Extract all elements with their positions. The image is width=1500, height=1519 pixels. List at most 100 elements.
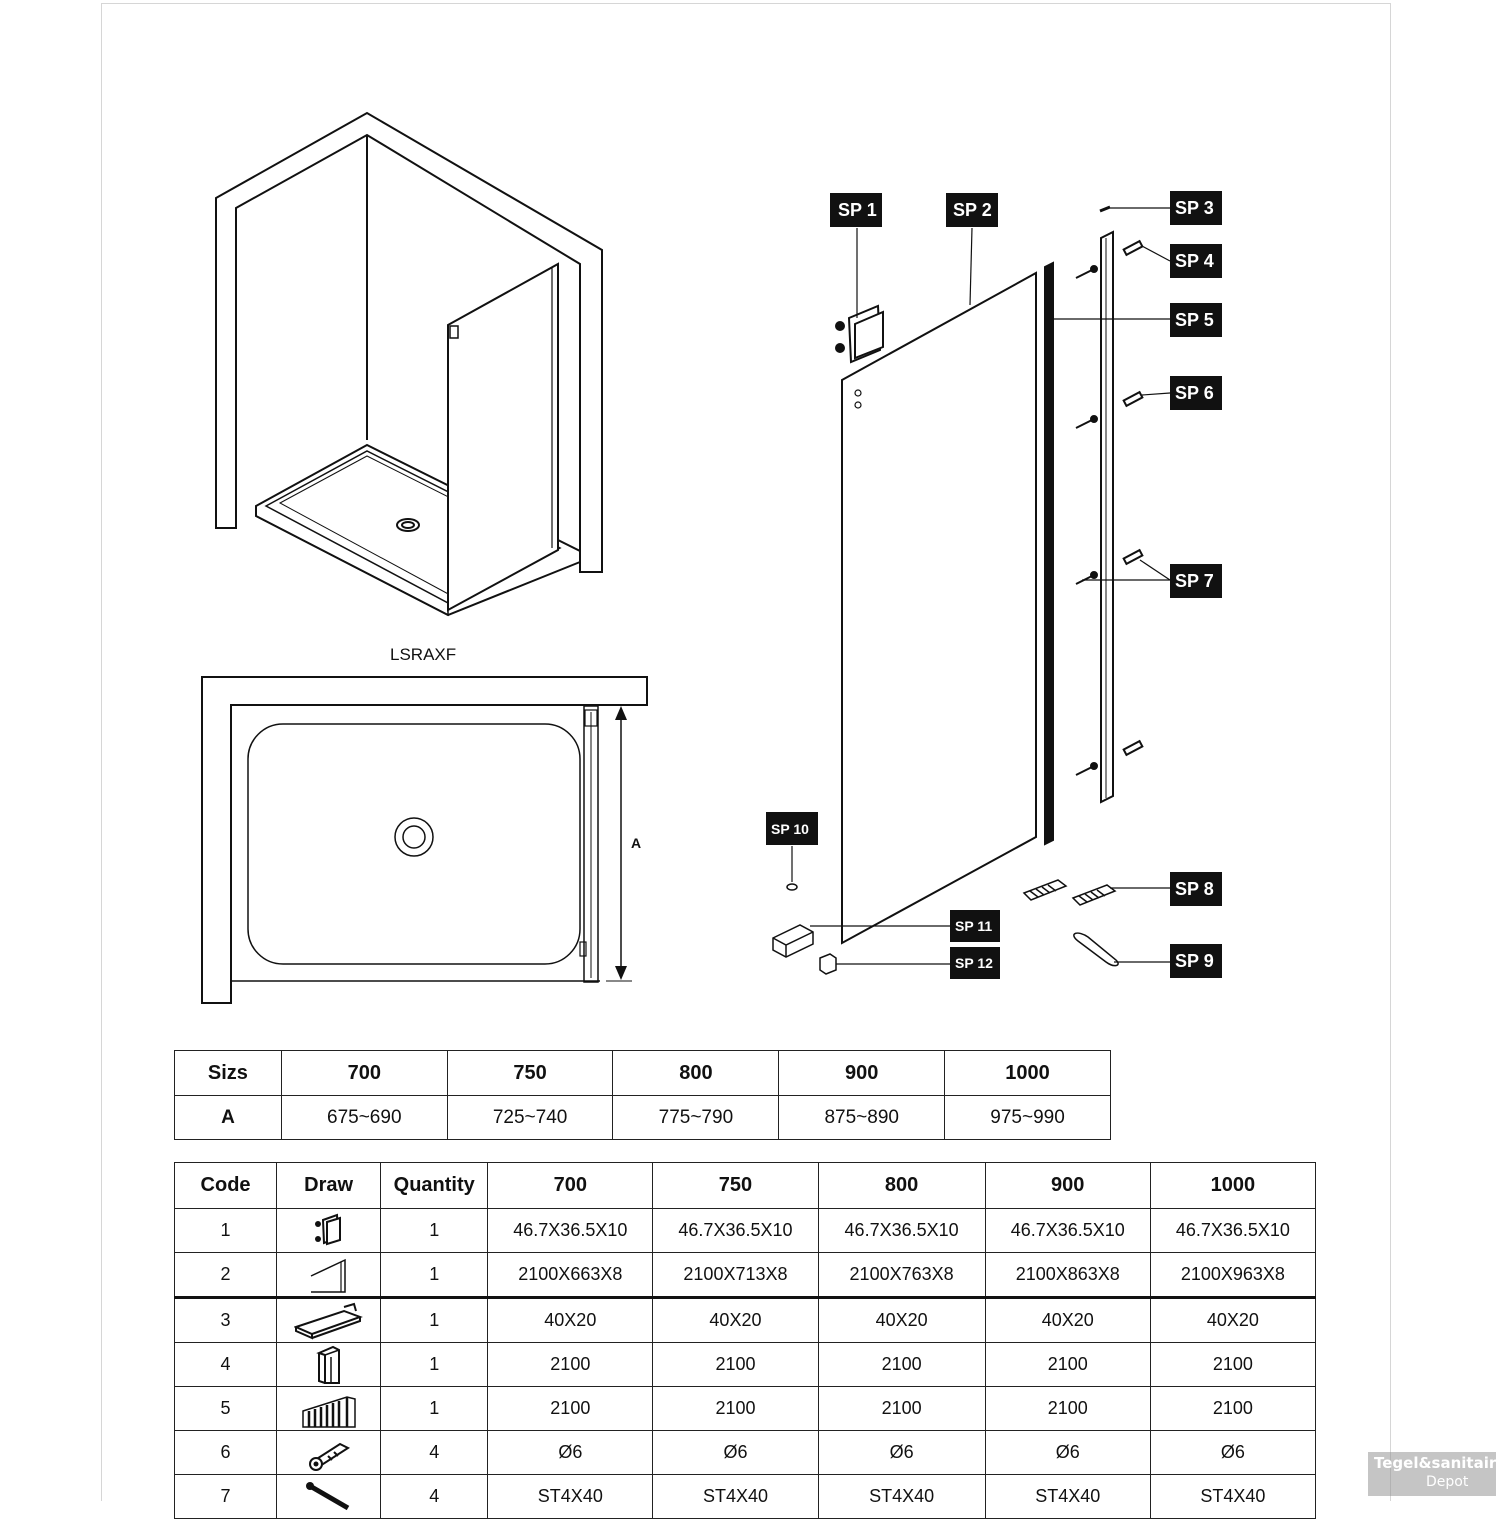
part-quantity: 1 — [380, 1386, 489, 1431]
callout-sp11-text: SP 11 — [955, 918, 992, 934]
part-quantity: 1 — [380, 1342, 489, 1387]
glass-panel-icon — [310, 1258, 346, 1293]
size-header-cell: Sizs — [174, 1050, 282, 1096]
parts-header-cell: 700 — [487, 1162, 654, 1209]
part-quantity: 4 — [380, 1430, 489, 1475]
part-code: 4 — [173, 1342, 278, 1387]
part-dimension: 2100 — [487, 1342, 654, 1387]
parts-row: 7 4 ST4X40 ST4X40 ST4X40 ST4X40 ST4X40 — [173, 1474, 1317, 1519]
watermark-line1: Tegel&sanitair — [1374, 1454, 1497, 1472]
part-dimension: 2100 — [652, 1386, 819, 1431]
parts-header-cell: 900 — [984, 1162, 1151, 1209]
callout-labels: SP 1 SP 2 SP 3 SP 4 SP 5 SP 6 SP 7 SP 8 … — [766, 191, 1222, 979]
part-dimension: 2100 — [652, 1342, 819, 1387]
callout-sp12-text: SP 12 — [955, 955, 993, 971]
watermark-line2: Depot — [1426, 1474, 1469, 1490]
callout-sp1 — [830, 193, 882, 227]
part-dimension: 40X20 — [487, 1296, 654, 1343]
parts-row: 2 1 2100X663X8 2100X713X8 2100X763X8 210… — [173, 1252, 1317, 1298]
model-caption: LSRAXF — [390, 645, 457, 664]
plan-view-drawing — [201, 676, 648, 1004]
fixings-parts — [1075, 205, 1144, 776]
parts-row: 4 1 2100 2100 2100 2100 2100 — [173, 1342, 1317, 1387]
size-cell: 675~690 — [280, 1095, 448, 1140]
callout-sp8-text: SP 8 — [1175, 879, 1214, 899]
watermark-logo: Tegel&sanitair Depot — [1368, 1452, 1496, 1496]
part-dimension: 2100 — [1149, 1342, 1317, 1387]
part-dimension: ST4X40 — [984, 1474, 1151, 1519]
part-dimension: 2100X963X8 — [1149, 1252, 1317, 1298]
part-code: 1 — [173, 1208, 278, 1253]
part-quantity: 4 — [380, 1474, 489, 1519]
part-dimension: ST4X40 — [1149, 1474, 1317, 1519]
part-quantity: 1 — [380, 1296, 489, 1343]
callout-sp9 — [1170, 944, 1222, 978]
part-drawing — [276, 1386, 382, 1431]
part-dimension: 2100 — [984, 1386, 1151, 1431]
part-dimension: 2100 — [487, 1386, 654, 1431]
callout-sp3-text: SP 3 — [1175, 198, 1214, 218]
pad-parts — [1022, 879, 1117, 906]
size-table-header: Sizs 700 750 800 900 1000 — [174, 1050, 1111, 1096]
callout-sp7 — [1170, 564, 1222, 598]
part-dimension: 46.7X36.5X10 — [487, 1208, 654, 1253]
part-dimension: Ø6 — [1149, 1430, 1317, 1475]
size-cell: 875~890 — [778, 1095, 946, 1140]
part-dimension: 40X20 — [1149, 1296, 1317, 1343]
size-cell: 975~990 — [944, 1095, 1111, 1140]
part-dimension: 40X20 — [817, 1296, 986, 1343]
part-dimension: 46.7X36.5X10 — [1149, 1208, 1317, 1253]
part-dimension: 46.7X36.5X10 — [652, 1208, 819, 1253]
part-dimension: 2100 — [817, 1386, 986, 1431]
parts-header-cell: Draw — [276, 1162, 382, 1209]
parts-row: 3 1 40X20 40X20 40X20 40X20 40X20 — [173, 1296, 1317, 1343]
support-bar-icon — [293, 1302, 363, 1340]
part-drawing — [276, 1342, 382, 1387]
part-dimension: ST4X40 — [652, 1474, 819, 1519]
part-dimension: Ø6 — [817, 1430, 986, 1475]
part-drawing — [276, 1430, 382, 1475]
glass-clamp-icon — [314, 1213, 341, 1245]
part-quantity: 1 — [380, 1252, 489, 1298]
parts-row: 5 1 2100 2100 2100 2100 2100 — [173, 1386, 1317, 1431]
callout-sp4 — [1170, 244, 1222, 278]
callout-sp2-text: SP 2 — [953, 200, 992, 220]
size-header-cell: 700 — [280, 1050, 448, 1096]
part-dimension: 40X20 — [984, 1296, 1151, 1343]
parts-header-cell: 800 — [817, 1162, 986, 1209]
callout-sp11 — [950, 910, 1000, 942]
clamp-part — [835, 304, 884, 364]
part-code: 6 — [173, 1430, 278, 1475]
part-dimension: 46.7X36.5X10 — [817, 1208, 986, 1253]
part-dimension: 46.7X36.5X10 — [984, 1208, 1151, 1253]
callout-sp10 — [766, 812, 818, 845]
part-dimension: 2100X713X8 — [652, 1252, 819, 1298]
callout-sp6 — [1170, 376, 1222, 410]
wall-plug-icon — [308, 1442, 350, 1471]
exploded-view-drawing — [772, 205, 1171, 975]
dimension-label: A — [631, 835, 641, 851]
callout-sp7-text: SP 7 — [1175, 571, 1214, 591]
size-header-cell: 900 — [778, 1050, 946, 1096]
size-cell: 725~740 — [446, 1095, 614, 1140]
wall-profile-icon — [315, 1345, 340, 1384]
callout-sp8 — [1170, 872, 1222, 906]
part-drawing — [276, 1252, 382, 1298]
part-drawing — [276, 1296, 382, 1343]
key-part — [1073, 932, 1119, 967]
callout-sp10-text: SP 10 — [771, 821, 809, 837]
callout-sp3 — [1170, 191, 1222, 225]
size-row-label: A — [174, 1095, 282, 1140]
part-code: 3 — [173, 1296, 278, 1343]
size-header-cell: 750 — [446, 1050, 614, 1096]
parts-header-cell: Quantity — [380, 1162, 489, 1209]
size-header-cell: 1000 — [944, 1050, 1111, 1096]
parts-header-cell: 750 — [652, 1162, 819, 1209]
part-dimension: Ø6 — [487, 1430, 654, 1475]
isometric-enclosure-drawing — [215, 111, 603, 617]
callout-sp6-text: SP 6 — [1175, 383, 1214, 403]
part-dimension: Ø6 — [652, 1430, 819, 1475]
callout-sp4-text: SP 4 — [1175, 251, 1214, 271]
part-drawing — [276, 1474, 382, 1519]
callout-sp12 — [950, 947, 1000, 979]
